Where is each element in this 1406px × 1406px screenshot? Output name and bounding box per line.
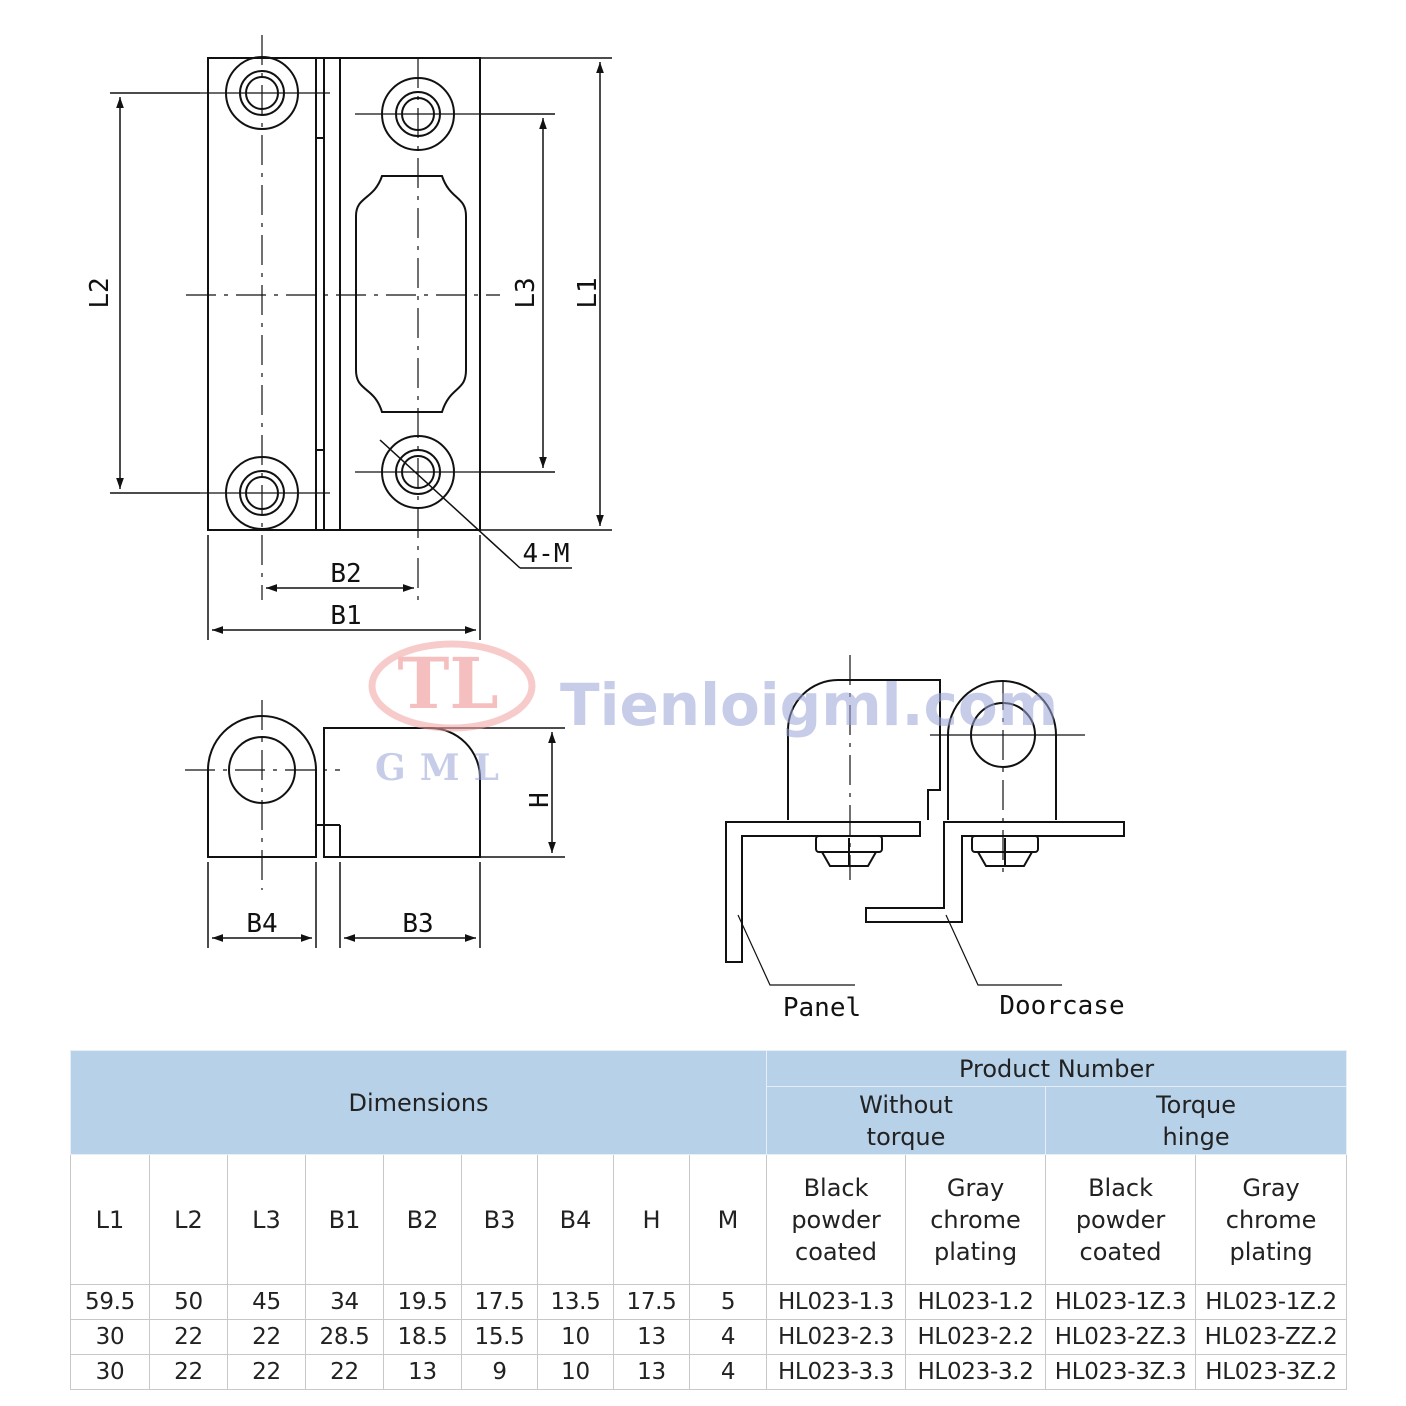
watermark: TL GML Tienloigml.com (368, 640, 1058, 789)
header-dimensions: Dimensions (69, 1050, 768, 1155)
finish-header: Black powder coated (1045, 1154, 1197, 1285)
table-cell: 30 (70, 1319, 150, 1355)
dim-label-h: H (525, 792, 555, 808)
watermark-logo-ring (368, 640, 536, 732)
watermark-logo-mark: TL (397, 642, 498, 725)
table-cell: 5 (688, 1284, 768, 1320)
table-cell: 15.5 (461, 1319, 538, 1355)
table-cell: HL023-1Z.3 (1045, 1284, 1197, 1320)
table-cell: 4 (688, 1319, 768, 1355)
table-cell: 9 (461, 1354, 538, 1390)
table-cell: 22 (149, 1354, 228, 1390)
table-cell: HL023-1Z.2 (1195, 1284, 1348, 1320)
doorcase-profile (865, 821, 1125, 923)
col-header: L3 (227, 1154, 306, 1285)
dim-label-b4: B4 (246, 909, 277, 939)
header-product-number: Product Number (766, 1050, 1348, 1087)
col-header: B4 (537, 1154, 614, 1285)
dim-label-b3: B3 (402, 909, 433, 939)
center-lines-side (185, 700, 340, 890)
table-cell: HL023-ZZ.2 (1195, 1319, 1348, 1355)
col-header: M (688, 1154, 768, 1285)
table-cell: 22 (227, 1319, 306, 1355)
table-row: 59.5 50 45 34 19.5 17.5 13.5 17.5 5 HL02… (70, 1284, 1348, 1320)
column-header-row: L1 L2 L3 B1 B2 B3 B4 H M Black powder co… (70, 1154, 1348, 1285)
table-cell: HL023-3Z.3 (1045, 1354, 1197, 1390)
table-cell: 10 (537, 1354, 614, 1390)
table-cell: 59.5 (70, 1284, 150, 1320)
table-cell: 13 (613, 1319, 690, 1355)
dimension-lines-front (110, 57, 612, 640)
table-cell: 30 (70, 1354, 150, 1390)
table-cell: 18.5 (383, 1319, 462, 1355)
col-header: L2 (149, 1154, 228, 1285)
header-without-torque: Without torque (766, 1086, 1047, 1155)
watermark-site: Tienloigml.com (560, 671, 1058, 739)
side-knuckle-left (207, 715, 317, 858)
dim-label-b1: B1 (330, 601, 361, 631)
label-panel: Panel (783, 993, 861, 1023)
table-row: 30 22 22 28.5 18.5 15.5 10 13 4 HL023-2.… (70, 1319, 1348, 1355)
finish-header: Black powder coated (766, 1154, 907, 1285)
dim-label-l1: L1 (573, 277, 603, 308)
table-cell: 22 (305, 1354, 384, 1390)
table-row: 30 22 22 22 13 9 10 13 4 HL023-3.3 HL023… (70, 1354, 1348, 1390)
right-leaf (323, 57, 481, 531)
spec-table: Dimensions Product Number Without torque… (69, 1050, 1348, 1390)
watermark-logo-sub: GML (375, 747, 513, 789)
table-cell: 4 (688, 1354, 768, 1390)
header-torque-hinge: Torque hinge (1045, 1086, 1348, 1155)
table-cell: 34 (305, 1284, 384, 1320)
panel-profile (725, 821, 921, 963)
finish-header: Gray chrome plating (1195, 1154, 1348, 1285)
table-cell: HL023-1.3 (766, 1284, 907, 1320)
table-cell: 17.5 (613, 1284, 690, 1320)
table-cell: HL023-1.2 (905, 1284, 1047, 1320)
assembly-view (725, 679, 1125, 963)
table-cell: HL023-3.2 (905, 1354, 1047, 1390)
col-header: B1 (305, 1154, 384, 1285)
table-cell: HL023-3Z.2 (1195, 1354, 1348, 1390)
col-header: L1 (70, 1154, 150, 1285)
col-header: B2 (383, 1154, 462, 1285)
table-cell: HL023-2.3 (766, 1319, 907, 1355)
table-cell: 19.5 (383, 1284, 462, 1320)
slot-cutout (355, 175, 467, 413)
screw-left (815, 835, 883, 867)
table-cell: HL023-3.3 (766, 1354, 907, 1390)
col-header: B3 (461, 1154, 538, 1285)
table-cell: 45 (227, 1284, 306, 1320)
table-cell: 13.5 (537, 1284, 614, 1320)
screw-right (971, 835, 1039, 867)
dim-label-l3: L3 (511, 277, 541, 308)
table-cell: 13 (383, 1354, 462, 1390)
dim-label-b2: B2 (330, 559, 361, 589)
dim-label-4m: 4-M (523, 539, 570, 569)
label-doorcase: Doorcase (999, 991, 1124, 1021)
table-cell: 22 (227, 1354, 306, 1390)
technical-drawing: L2 L3 L1 B2 B1 4-M H B4 B3 (85, 35, 1125, 1023)
table-cell: 17.5 (461, 1284, 538, 1320)
table-cell: 50 (149, 1284, 228, 1320)
col-header: H (613, 1154, 690, 1285)
table-cell: 10 (537, 1319, 614, 1355)
dim-label-l2: L2 (85, 277, 115, 308)
finish-header: Gray chrome plating (905, 1154, 1047, 1285)
center-lines-assembly (737, 655, 1085, 986)
table-cell: 28.5 (305, 1319, 384, 1355)
center-lines-front (186, 35, 500, 600)
table-cell: 22 (149, 1319, 228, 1355)
front-view (207, 56, 481, 531)
table-cell: HL023-2.2 (905, 1319, 1047, 1355)
table-cell: HL023-2Z.3 (1045, 1319, 1197, 1355)
table-cell: 13 (613, 1354, 690, 1390)
